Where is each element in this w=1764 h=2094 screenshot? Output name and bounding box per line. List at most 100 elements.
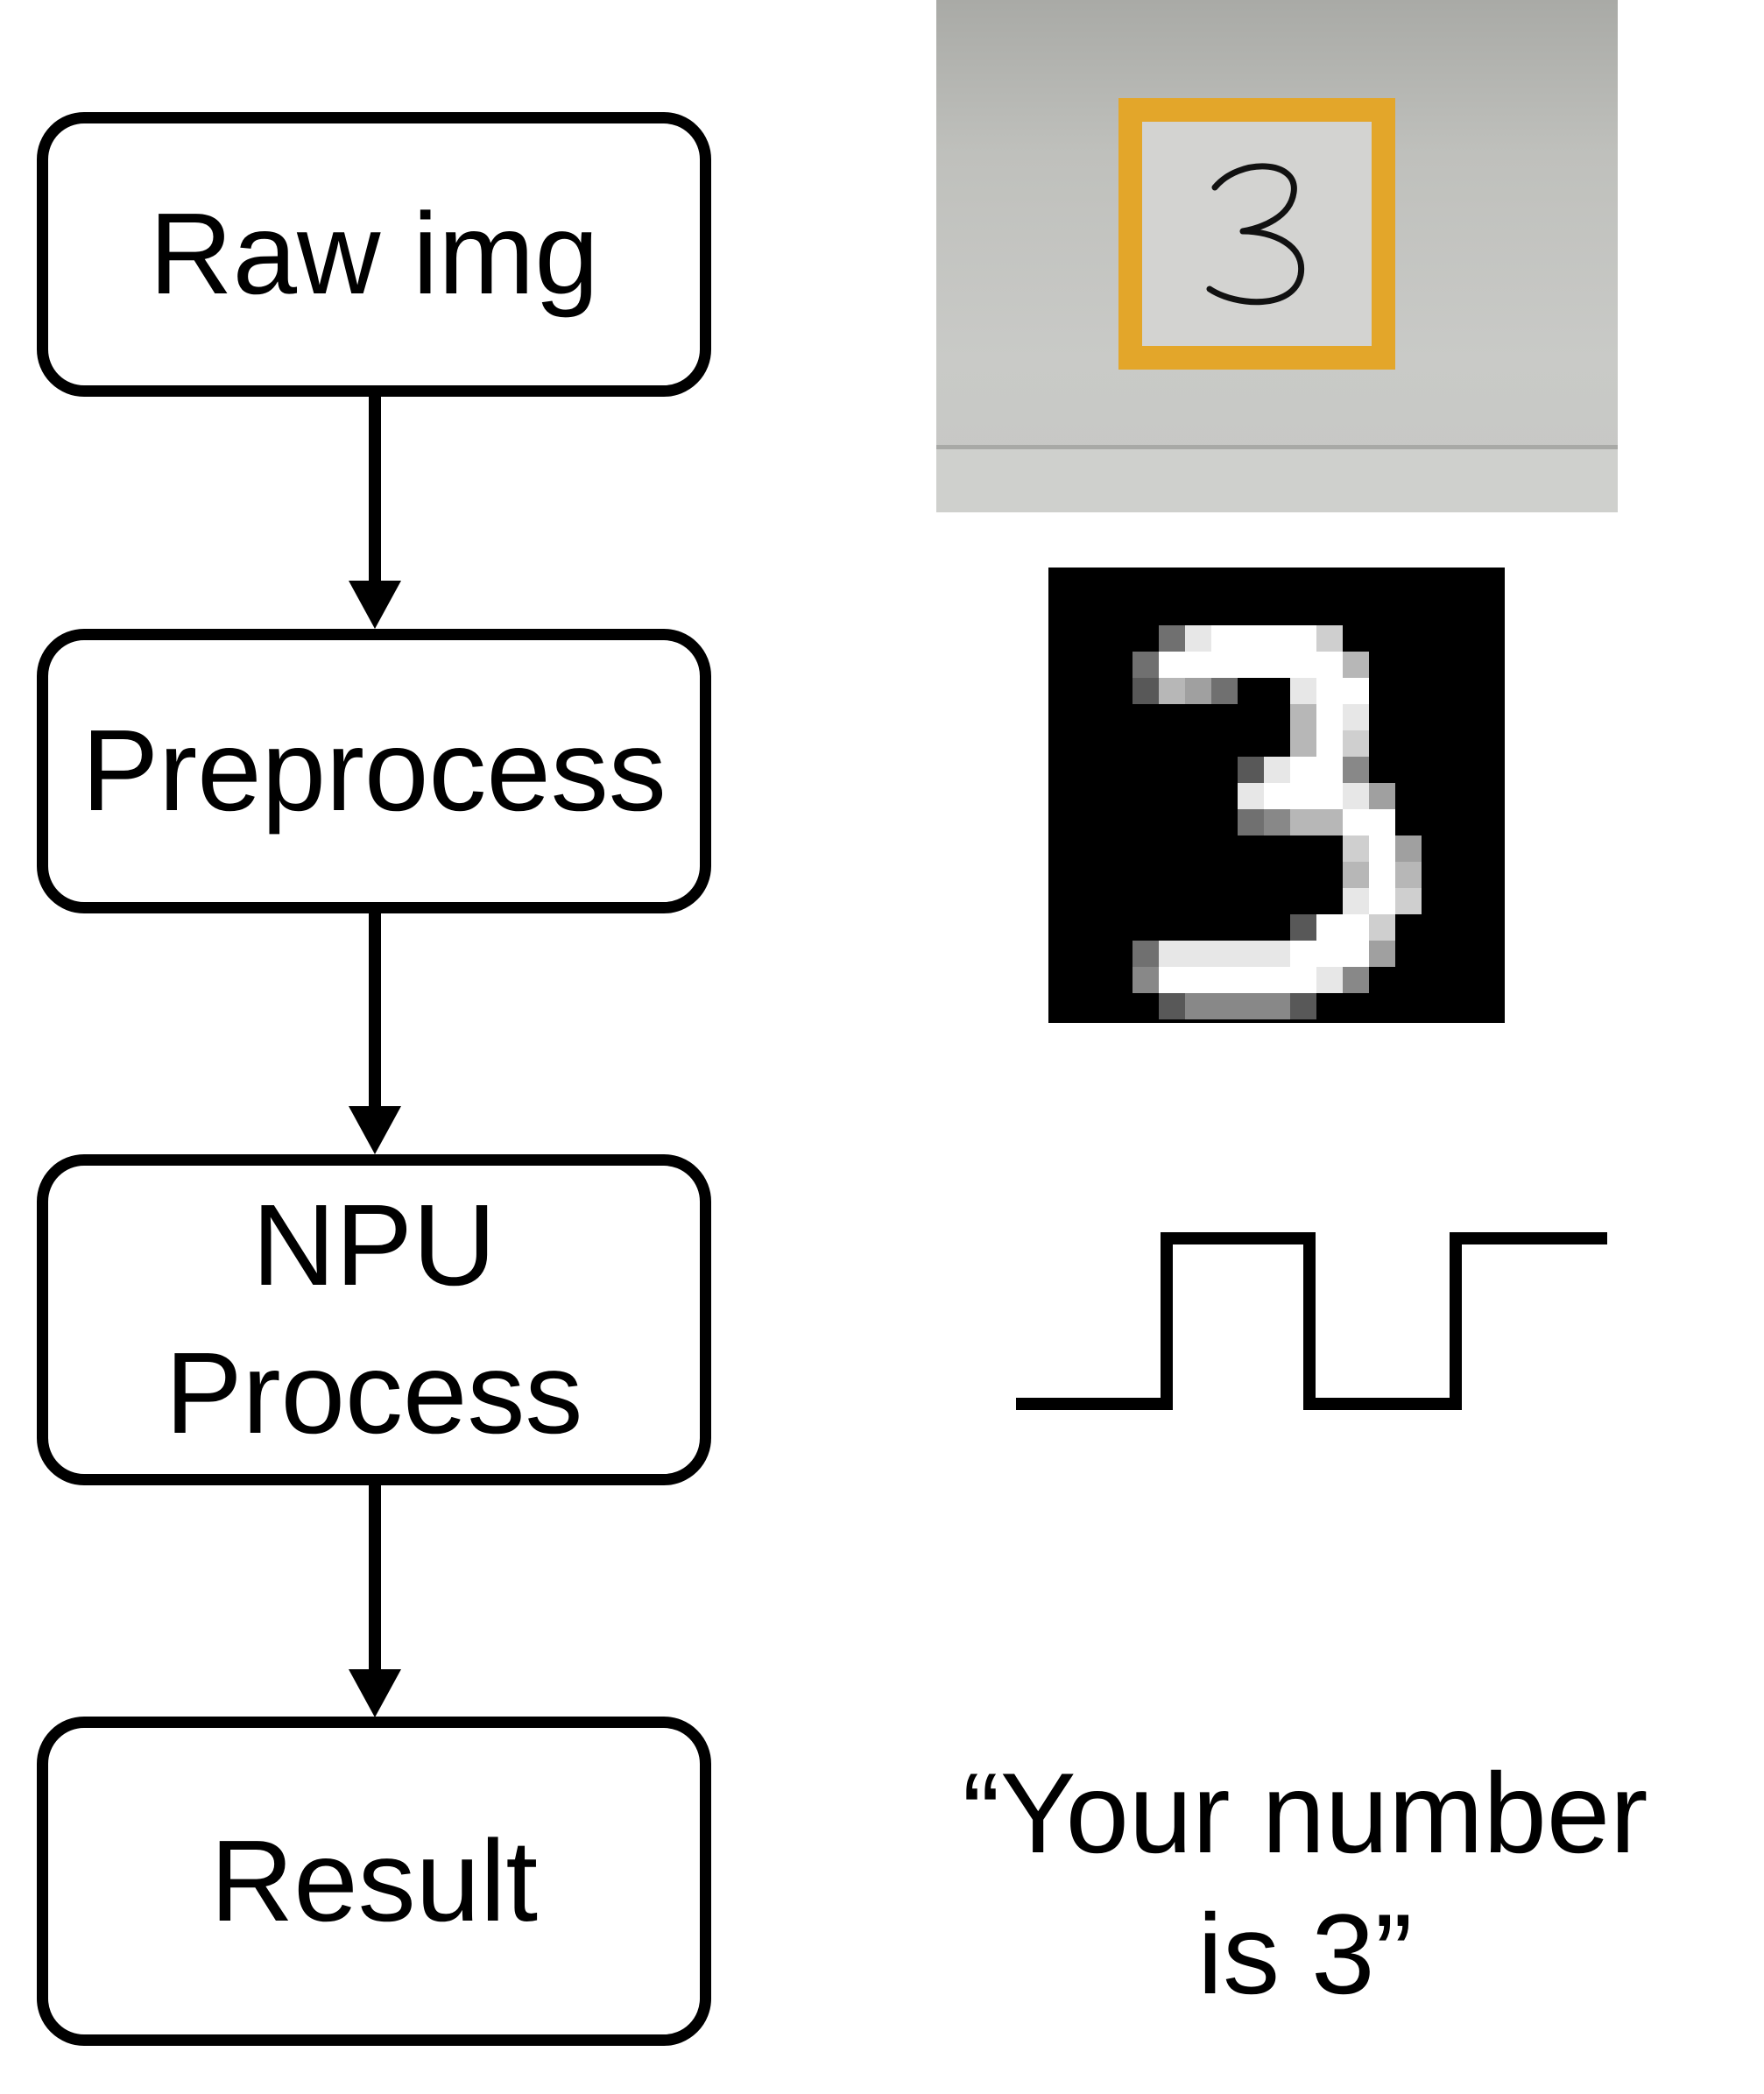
digit-pixel — [1264, 652, 1290, 678]
digit-pixel — [1395, 862, 1422, 888]
digit-pixel — [1343, 809, 1369, 835]
digit-pixel — [1343, 835, 1369, 862]
digit-pixel — [1238, 783, 1264, 809]
digit-pixel — [1159, 941, 1185, 967]
result-line-2: is 3” — [1197, 1890, 1413, 2019]
paper-edge — [936, 445, 1618, 449]
digit-pixel — [1316, 704, 1343, 730]
digit-pixel — [1290, 914, 1316, 941]
digit-pixel — [1185, 941, 1211, 967]
digit-pixel — [1264, 993, 1290, 1019]
step-box-npu-process: NPU Process — [37, 1154, 711, 1485]
digit-pixel — [1132, 941, 1159, 967]
digit-pixel — [1290, 809, 1316, 835]
raw-camera-photo — [936, 0, 1618, 512]
digit-pixel — [1369, 835, 1395, 862]
digit-pixel — [1290, 993, 1316, 1019]
digit-pixel — [1290, 783, 1316, 809]
digit-pixel — [1264, 809, 1290, 835]
digit-pixel — [1132, 967, 1159, 993]
digit-pixel — [1343, 862, 1369, 888]
digit-pixel — [1211, 678, 1238, 704]
digit-pixel — [1185, 652, 1211, 678]
step-box-result: Result — [37, 1717, 711, 2046]
digit-pixel — [1159, 678, 1185, 704]
digit-pixel — [1238, 967, 1264, 993]
digit-pixel — [1290, 757, 1316, 783]
digit-pixel — [1238, 757, 1264, 783]
digit-pixel — [1316, 967, 1343, 993]
digit-pixel — [1264, 783, 1290, 809]
digit-pixel — [1185, 625, 1211, 652]
orange-frame — [1118, 98, 1395, 370]
digit-pixel — [1211, 941, 1238, 967]
digit-pixel — [1159, 967, 1185, 993]
handwritten-digit-three — [1142, 122, 1372, 346]
digit-pixel — [1211, 652, 1238, 678]
digit-pixel — [1343, 941, 1369, 967]
digit-pixel — [1132, 652, 1159, 678]
arrow-shaft-preprocess-to-npu — [369, 913, 381, 1115]
digit-pixel — [1290, 625, 1316, 652]
digit-pixel — [1343, 652, 1369, 678]
digit-pixel — [1369, 888, 1395, 914]
digit-pixel — [1159, 993, 1185, 1019]
digit-pixel — [1132, 678, 1159, 704]
digit-pixel — [1316, 652, 1343, 678]
arrow-shaft-raw-to-preprocess — [369, 397, 381, 589]
step-label-npu-line1: NPU — [251, 1181, 497, 1310]
digit-pixel — [1238, 809, 1264, 835]
digit-pixel — [1290, 941, 1316, 967]
digit-pixel — [1316, 625, 1343, 652]
step-label-result: Result — [209, 1816, 539, 1945]
digit-pixel — [1343, 888, 1369, 914]
digit-pixel — [1290, 652, 1316, 678]
digit-pixel — [1316, 730, 1343, 757]
digit-pixel — [1343, 730, 1369, 757]
square-wave-icon — [1016, 1232, 1607, 1410]
step-label-npu-line2: Process — [165, 1329, 583, 1457]
arrow-down-icon — [349, 1669, 401, 1717]
digit-pixel — [1238, 993, 1264, 1019]
digit-pixel — [1185, 993, 1211, 1019]
digit-pixel — [1159, 625, 1185, 652]
digit-pixel — [1369, 941, 1395, 967]
digit-pixel — [1343, 757, 1369, 783]
pixelated-three-icon — [1132, 625, 1422, 1019]
digit-pixel — [1159, 652, 1185, 678]
digit-pixel — [1185, 678, 1211, 704]
arrow-down-icon — [349, 581, 401, 629]
digit-pixel — [1185, 967, 1211, 993]
digit-pixel — [1316, 941, 1343, 967]
digit-pixel — [1238, 652, 1264, 678]
digit-pixel — [1369, 862, 1395, 888]
digit-pixel — [1369, 914, 1395, 941]
digit-pixel — [1264, 757, 1290, 783]
digit-pixel — [1343, 967, 1369, 993]
step-box-raw-img: Raw img — [37, 112, 711, 397]
preprocessed-digit-image — [1048, 568, 1505, 1023]
digit-pixel — [1343, 783, 1369, 809]
digit-pixel — [1343, 704, 1369, 730]
digit-pixel — [1343, 678, 1369, 704]
handwritten-three-icon — [1206, 163, 1305, 306]
digit-pixel — [1316, 678, 1343, 704]
digit-pixel — [1316, 914, 1343, 941]
arrow-shaft-npu-to-result — [369, 1485, 381, 1678]
digit-pixel — [1343, 914, 1369, 941]
digit-pixel — [1290, 704, 1316, 730]
step-label-raw-img: Raw img — [149, 189, 599, 319]
digit-pixel — [1264, 941, 1290, 967]
digit-pixel — [1238, 625, 1264, 652]
digit-pixel — [1369, 783, 1395, 809]
digit-pixel — [1264, 967, 1290, 993]
step-box-preprocess: Preprocess — [37, 629, 711, 913]
digit-pixel — [1211, 967, 1238, 993]
digit-pixel — [1316, 809, 1343, 835]
digit-pixel — [1369, 809, 1395, 835]
digit-pixel — [1395, 835, 1422, 862]
result-message: “Your number is 3” — [911, 1743, 1699, 2025]
step-label-preprocess: Preprocess — [81, 706, 667, 835]
digit-pixel — [1316, 757, 1343, 783]
